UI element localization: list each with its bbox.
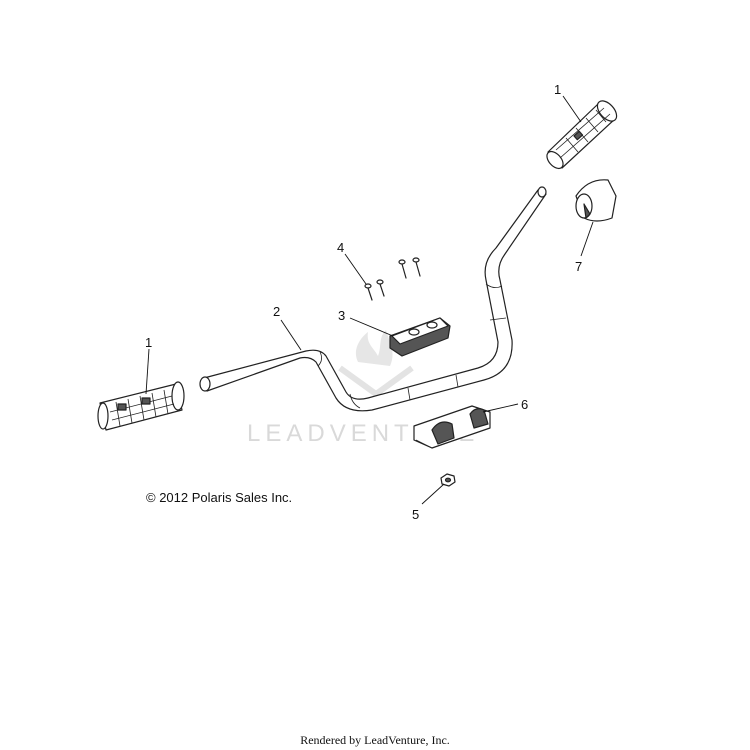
callout-label: 2: [273, 304, 280, 319]
callout-label: 4: [337, 240, 344, 255]
upper-clamp: [389, 317, 451, 357]
callout-label: 1: [145, 335, 152, 350]
callout-handlebar: 2: [273, 304, 302, 351]
callout-upper-clamp: 3: [338, 308, 394, 337]
callout-label: 6: [521, 397, 528, 412]
callout-label: 5: [412, 507, 419, 522]
callout-grip-left: 1: [145, 335, 152, 395]
callout-grip-right: 1: [554, 82, 582, 123]
copyright-notice: © 2012 Polaris Sales Inc.: [146, 490, 293, 505]
bolts: [364, 257, 421, 301]
left-grip: [97, 381, 185, 431]
right-grip: [546, 100, 618, 170]
callout-pad: 7: [575, 221, 594, 274]
bolt: [376, 279, 385, 297]
footer-credit: Rendered by LeadVenture, Inc.: [300, 733, 450, 747]
callout-nut: 5: [412, 483, 445, 522]
callout-label: 7: [575, 259, 582, 274]
bolt: [398, 259, 407, 279]
nut: [440, 473, 456, 487]
bolt: [412, 257, 421, 277]
callout-lower-clamp: 6: [482, 397, 528, 413]
callout-bolt: 4: [337, 240, 367, 285]
bolt: [364, 283, 373, 301]
callouts: 1 1 2 3 4 6 5 7: [145, 82, 594, 522]
pad: [575, 179, 617, 222]
callout-label: 1: [554, 82, 561, 97]
callout-label: 3: [338, 308, 345, 323]
lower-clamp: [413, 405, 491, 449]
handlebar: [199, 186, 547, 412]
